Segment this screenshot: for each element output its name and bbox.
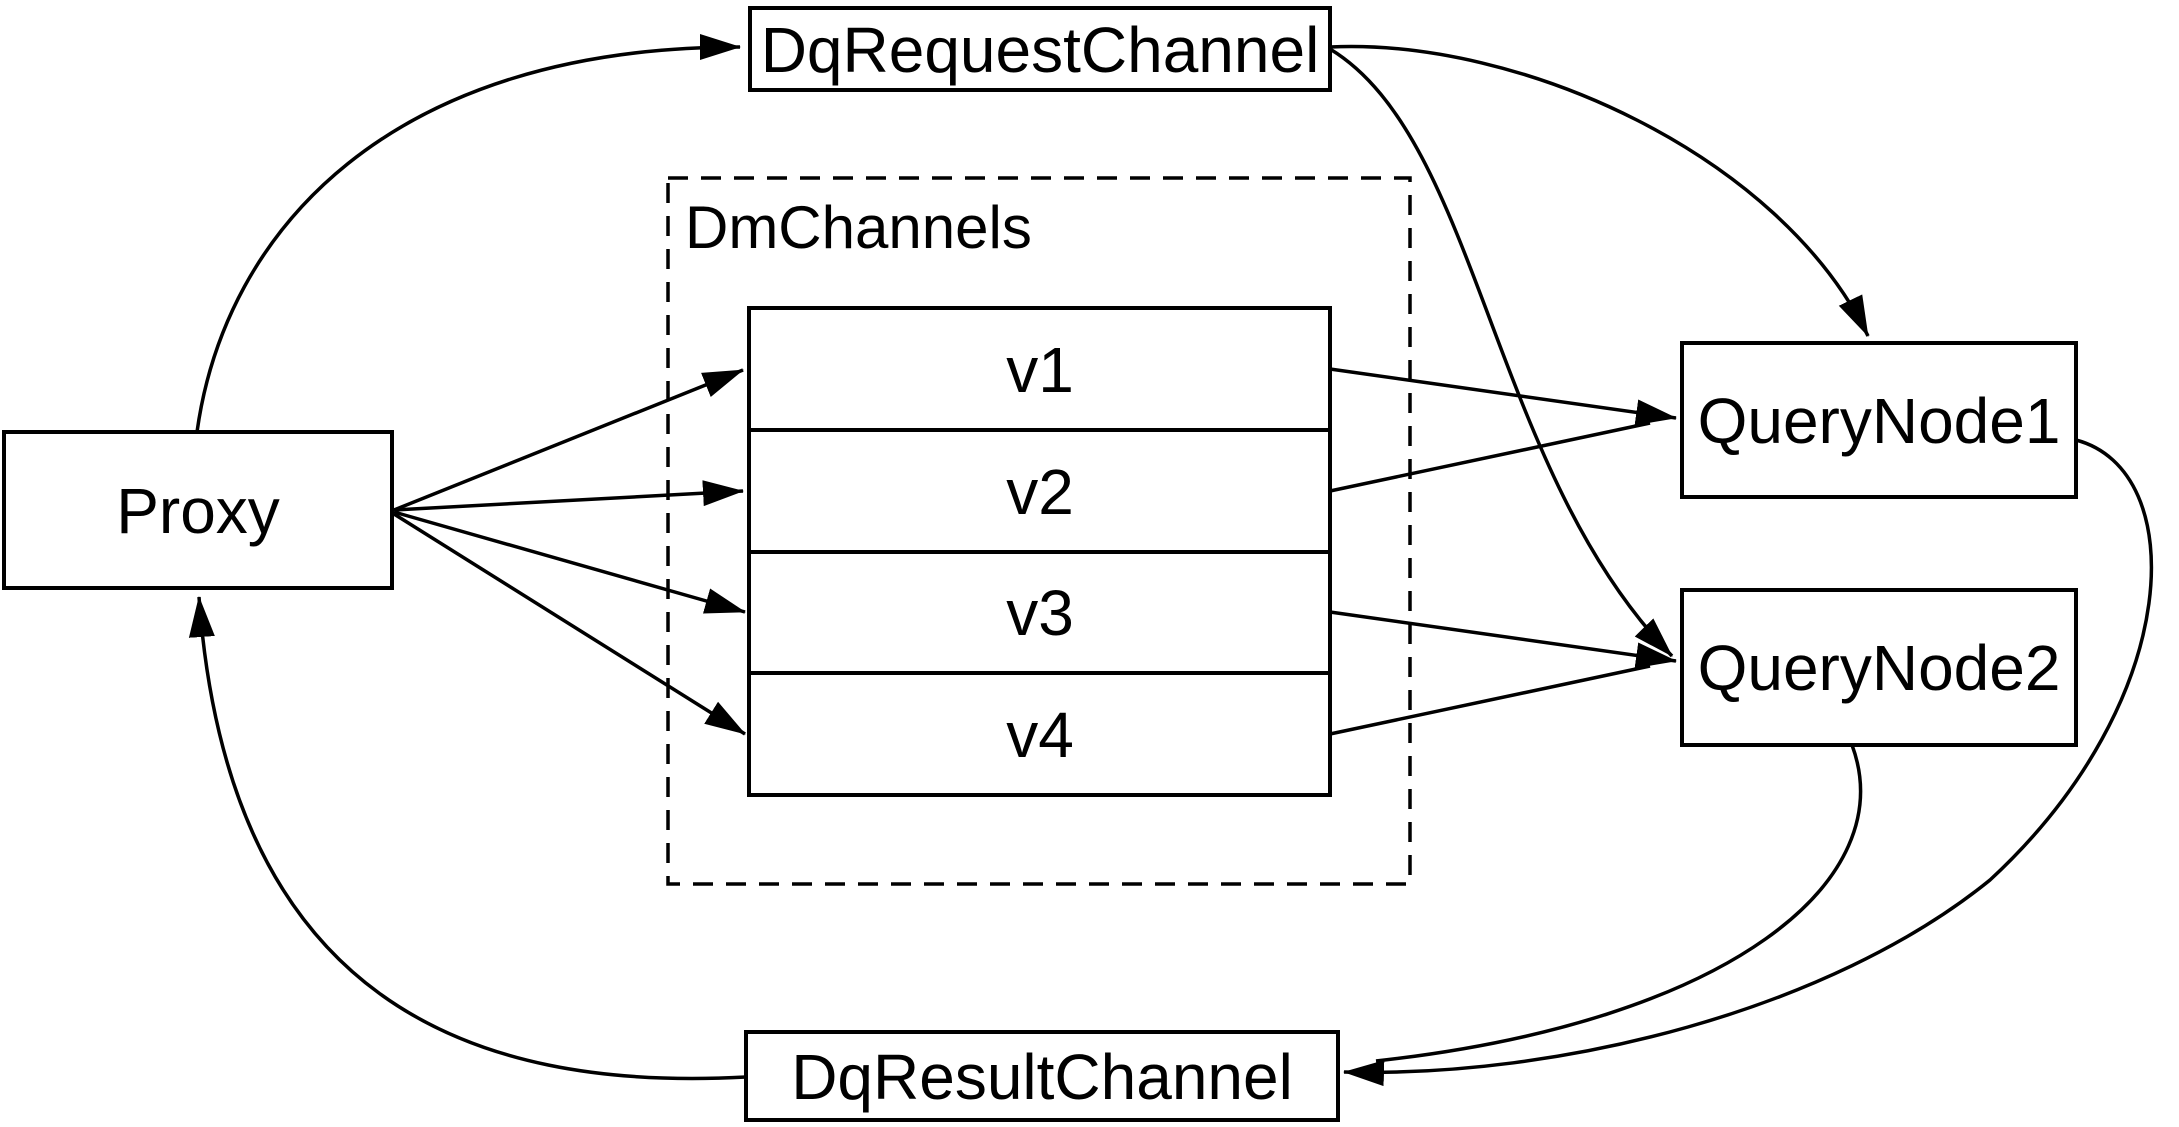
dmchannels-group-box [666, 176, 1412, 886]
edge-dqresultchannel-to-proxy [188, 596, 747, 1081]
dmchannels-group-label: DmChannels [685, 194, 1032, 261]
edge-proxy-to-v2 [393, 480, 744, 512]
edge-v1-to-querynode1 [1329, 367, 1677, 426]
edge-v2-to-querynode1 [1329, 421, 1651, 493]
node-querynode2 [1680, 588, 2078, 747]
channel-v2-label: v2 [1006, 456, 1074, 528]
edge-proxy-to-v1 [393, 368, 744, 512]
channel-v3-label: v3 [1006, 577, 1074, 649]
edge-proxy-to-v4 [393, 512, 746, 736]
edge-querynode1-to-dqresultchannel [1343, 438, 2154, 1087]
node-querynode1-label: QueryNode1 [1698, 385, 2061, 457]
edge-v3-to-querynode2 [1329, 610, 1677, 669]
node-proxy [2, 430, 394, 590]
channel-v4-label: v4 [1006, 699, 1074, 771]
node-dqresultchannel-label: DqResultChannel [791, 1041, 1293, 1113]
node-dqrequestchannel [748, 6, 1332, 92]
edge-proxy-to-v3 [393, 510, 746, 614]
edge-dqrequestchannel-to-querynode2 [1329, 47, 1674, 658]
channel-v1-label: v1 [1006, 334, 1074, 406]
node-proxy-label: Proxy [116, 475, 280, 547]
node-querynode2-label: QueryNode2 [1698, 632, 2061, 704]
edge-dqrequestchannel-to-querynode1 [1329, 44, 1870, 337]
edge-querynode2-to-dqresultchannel [1375, 744, 1863, 1063]
node-dqrequestchannel-label: DqRequestChannel [761, 14, 1320, 86]
node-dqresultchannel [744, 1030, 1340, 1122]
edge-proxy-to-dqrequestchannel [195, 34, 741, 433]
edge-v4-to-querynode2 [1329, 664, 1651, 736]
node-querynode1 [1680, 341, 2078, 499]
